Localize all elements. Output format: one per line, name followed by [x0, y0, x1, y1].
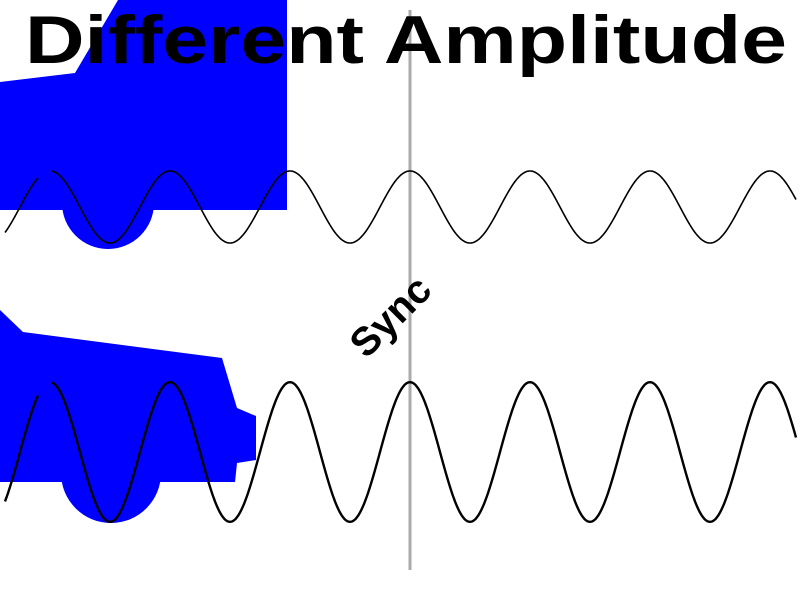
- sync-label: Sync: [341, 267, 440, 366]
- wave-large-amplitude: [3, 380, 798, 524]
- title: Different Amplitude: [25, 2, 787, 78]
- truck-top: [0, 0, 287, 249]
- wave-small-amplitude: [4, 170, 797, 244]
- truck-bottom: [0, 310, 256, 523]
